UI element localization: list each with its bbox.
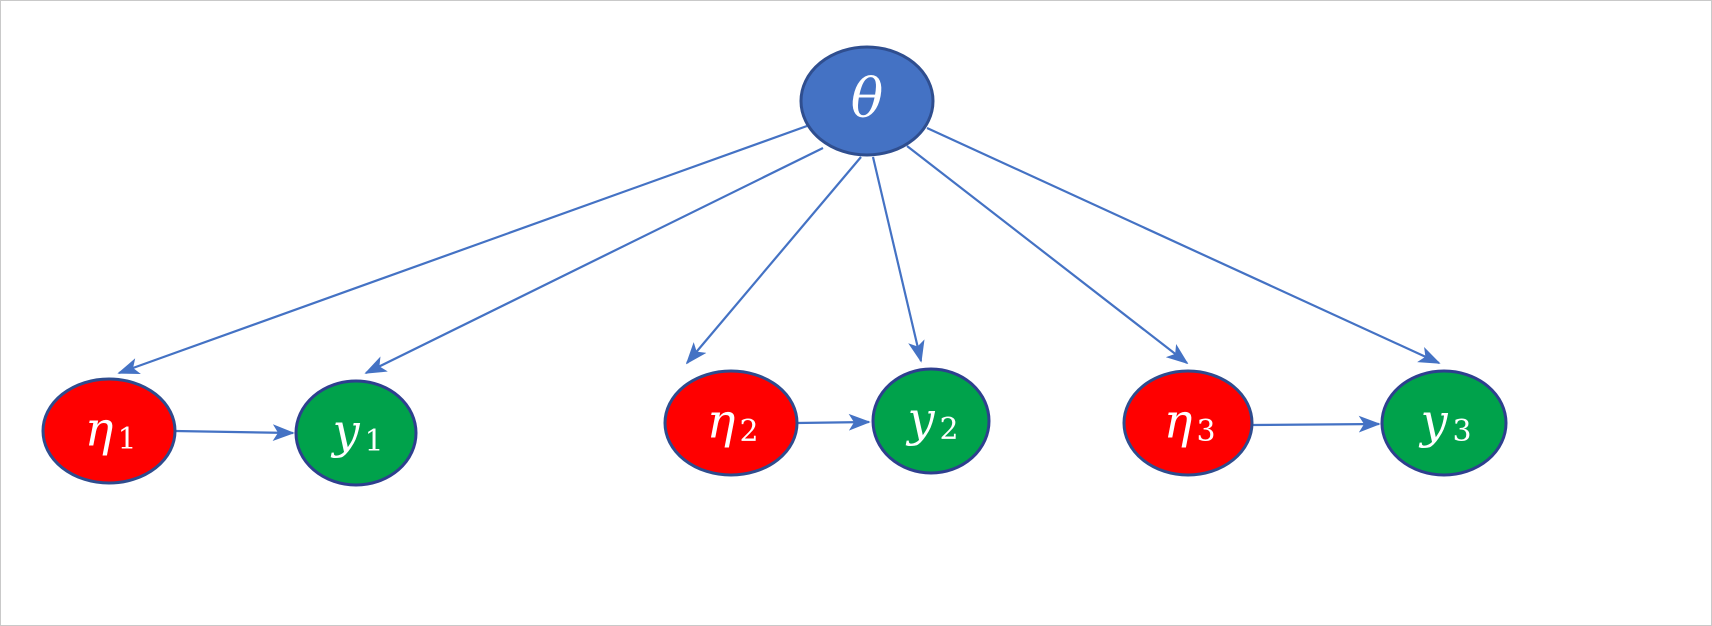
edge-theta-to-eta2 [685, 156, 862, 365]
node-subscript-y3: 3 [1452, 414, 1471, 449]
node-subscript-y1: 1 [364, 424, 383, 459]
node-label-y3: y [1418, 394, 1448, 450]
node-shape-eta3[interactable] [1122, 369, 1254, 477]
node-theta[interactable]: θ [799, 45, 935, 157]
node-subscript-eta1: 1 [117, 422, 136, 457]
node-shape-eta2[interactable] [663, 369, 799, 477]
node-label-theta: θ [851, 67, 884, 130]
edge-theta-to-y2 [871, 156, 925, 363]
node-shape-y1[interactable] [294, 379, 418, 487]
node-label-eta2: η [707, 394, 736, 450]
node-label-y1: y [330, 404, 360, 460]
node-shape-theta[interactable] [799, 45, 935, 157]
node-shape-eta1[interactable] [41, 377, 177, 485]
node-shape-y2[interactable] [871, 367, 991, 475]
edges-layer [117, 124, 1441, 442]
node-subscript-eta3: 3 [1196, 414, 1215, 449]
node-subscript-eta2: 2 [739, 414, 758, 449]
edge-theta-to-y3 [926, 127, 1441, 364]
edge-eta1-to-y1 [174, 424, 295, 442]
node-shape-y3[interactable] [1380, 369, 1508, 477]
edge-theta-to-y1 [364, 147, 824, 374]
node-subscript-y2: 2 [939, 412, 958, 447]
edge-eta2-to-y2 [796, 413, 871, 431]
node-label-eta3: η [1164, 394, 1193, 450]
edge-eta3-to-y3 [1251, 415, 1381, 433]
node-label-y2: y [905, 392, 935, 448]
node-label-eta1: η [85, 402, 114, 458]
edge-theta-to-eta3 [906, 145, 1189, 365]
edge-theta-to-eta1 [117, 124, 808, 375]
